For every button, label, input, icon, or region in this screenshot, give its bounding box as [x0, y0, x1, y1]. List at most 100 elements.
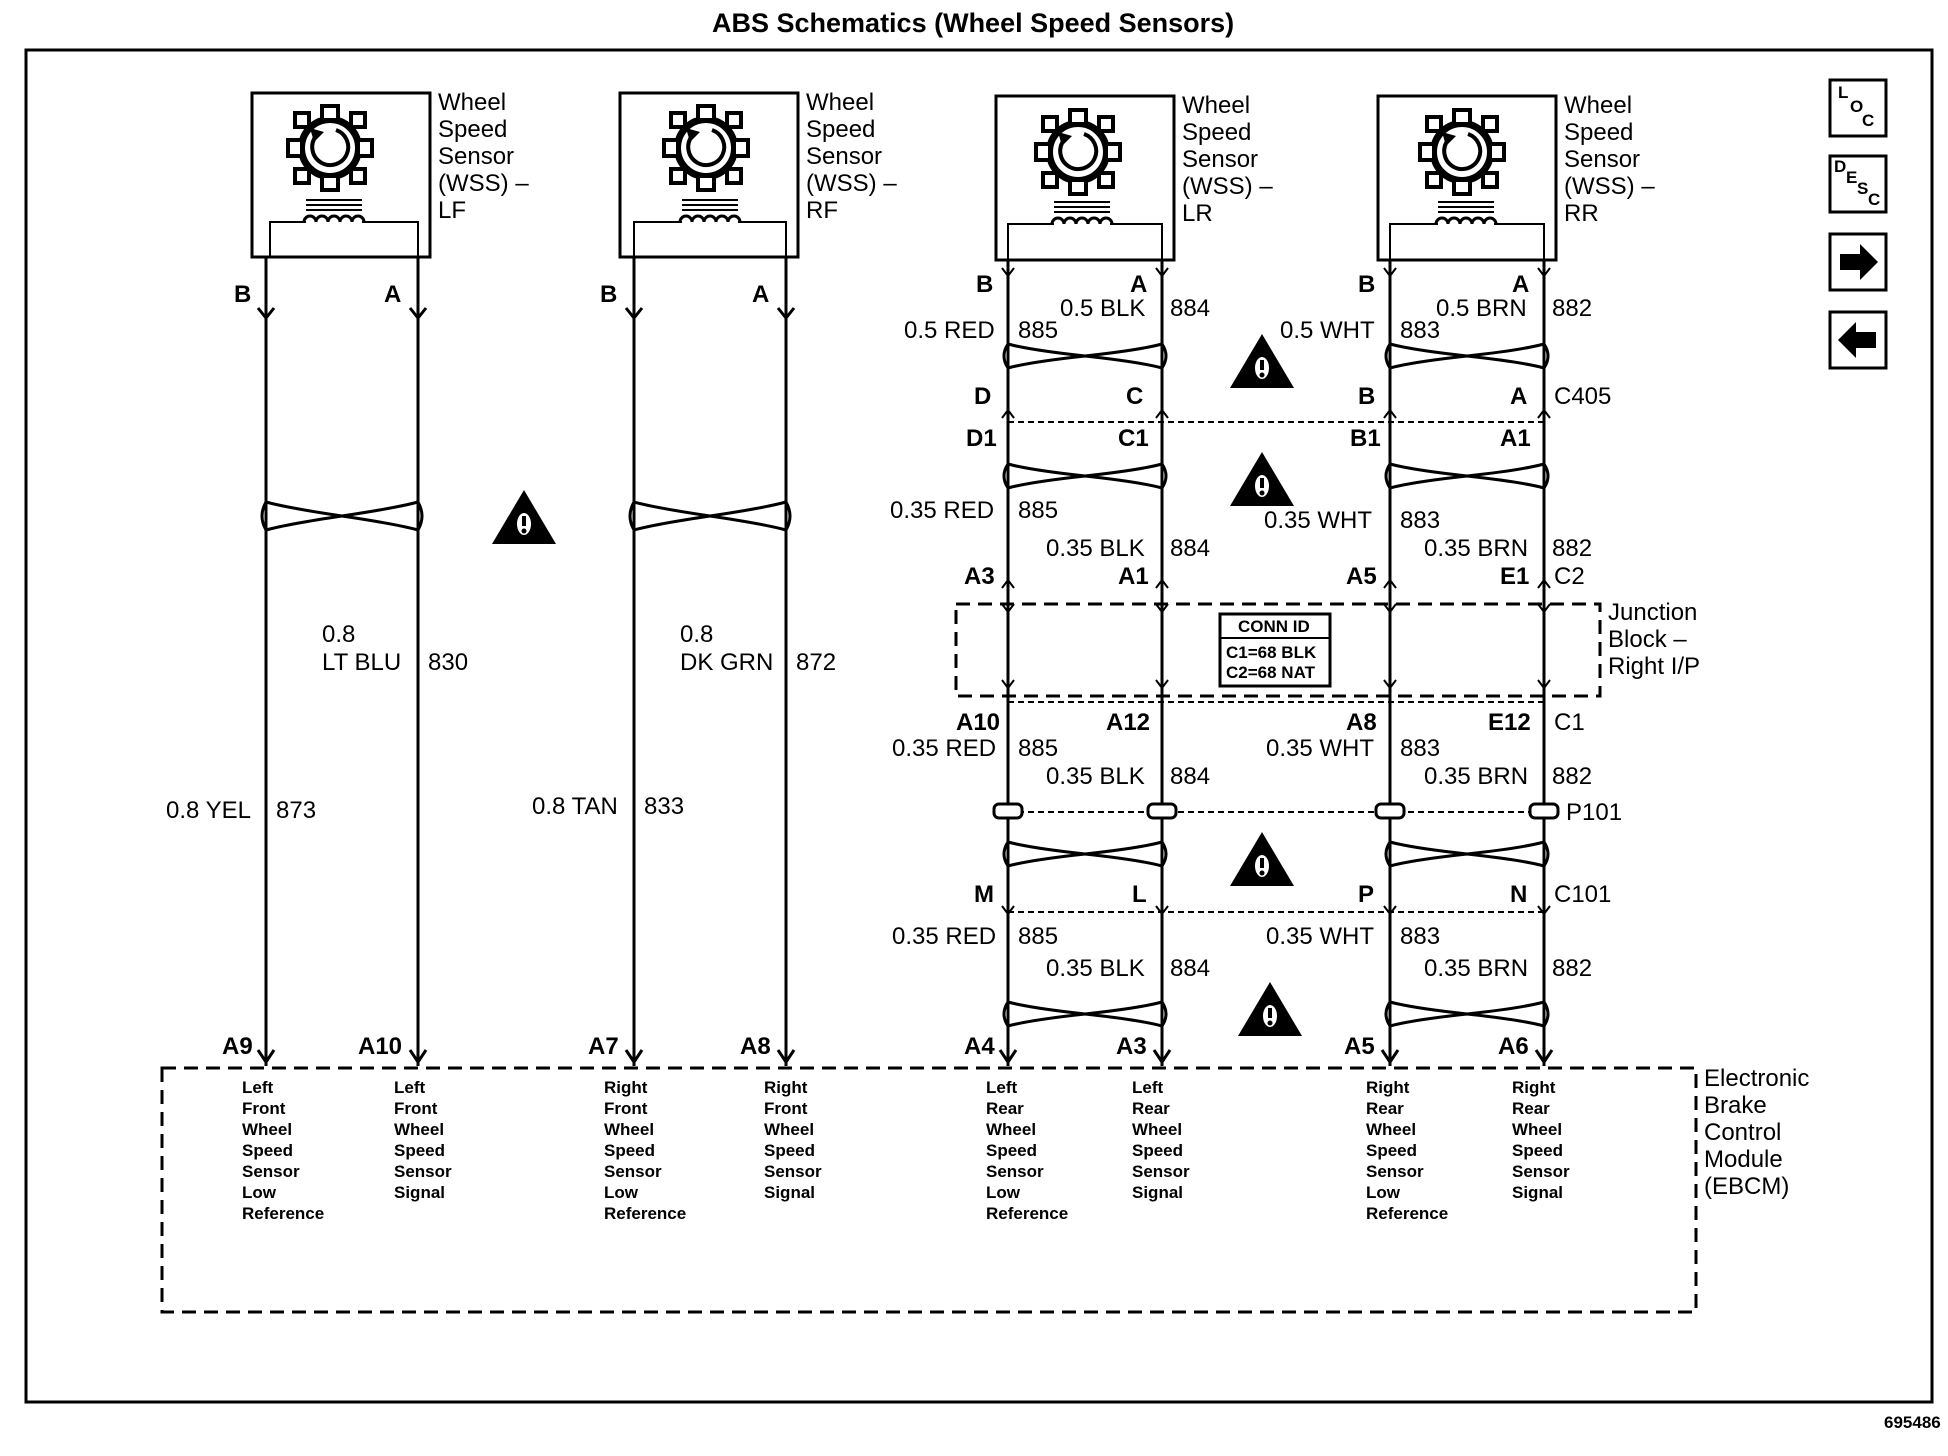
junction-block-outline: [954, 602, 1602, 698]
ebcm-terminal-1-line-1: Left: [242, 1078, 274, 1097]
rf-sig-size: 0.8: [680, 621, 713, 648]
ebcm-terminal-5-line-6: Low: [986, 1183, 1021, 1202]
rr-sig-size-4: 0.35 BRN: [1424, 955, 1528, 982]
arrow-left-icon: [1838, 322, 1876, 358]
ebcm-terminal-4-line-3: Wheel: [764, 1120, 814, 1139]
ebcm-label-5: (EBCM): [1704, 1173, 1789, 1200]
ebcm-pin-a9: A9: [222, 1033, 253, 1060]
ebcm-terminal-2-line-1: Left: [394, 1078, 426, 1097]
ebcm-terminal-8-line-6: Signal: [1512, 1183, 1563, 1202]
ebcm-terminal-4-line-1: Right: [764, 1078, 808, 1097]
lr-low-size-3: 0.35 RED: [892, 735, 996, 762]
lr-sig-size-2: 0.35 BLK: [1046, 535, 1145, 562]
c101-pin-m: M: [974, 881, 994, 908]
c405-pin-d1: D1: [966, 425, 997, 452]
next-page-button[interactable]: [1828, 232, 1888, 292]
lr-sig-circuit-4: 884: [1170, 955, 1210, 982]
c1-pin-a8: A8: [1346, 709, 1377, 736]
loc-letter-1: L: [1838, 83, 1848, 102]
ebcm-terminal-8-line-2: Rear: [1512, 1099, 1550, 1118]
c1-name: C1: [1554, 709, 1585, 736]
lr-low-size-2: 0.35 RED: [890, 497, 994, 524]
lr-low-circuit-2: 885: [1018, 497, 1058, 524]
ebcm-terminal-1-line-2: Front: [242, 1099, 286, 1118]
ebcm-terminal-1-line-4: Speed: [242, 1141, 293, 1160]
warning-icon: [492, 490, 556, 544]
wss-rf-label-2: Speed: [806, 116, 875, 143]
ebcm-terminal-4-line-2: Front: [764, 1099, 808, 1118]
wss-rr-label-5: RR: [1564, 200, 1599, 227]
c2-name: C2: [1554, 563, 1585, 590]
c2-pin-a5: A5: [1346, 563, 1377, 590]
c405-pin-a1: A1: [1500, 425, 1531, 452]
desc-button[interactable]: D E S C: [1828, 154, 1888, 214]
gear-icon: [286, 104, 374, 192]
ebcm-terminal-7-line-4: Speed: [1366, 1141, 1417, 1160]
ebcm-terminal-6-line-4: Speed: [1132, 1141, 1183, 1160]
c405-pin-b: B: [1358, 383, 1375, 410]
lf-low-size: 0.8 YEL: [166, 797, 251, 824]
wss-lf: Wheel Speed Sensor (WSS) – LF: [250, 89, 529, 259]
ebcm-terminal-2-line-4: Speed: [394, 1141, 445, 1160]
ebcm-terminal-4-line-6: Signal: [764, 1183, 815, 1202]
wss-lf-label-1: Wheel: [438, 89, 506, 116]
lr-pin-a: A: [1130, 271, 1147, 298]
rr-low-circuit-1: 883: [1400, 317, 1440, 344]
ebcm-terminal-3-line-2: Front: [604, 1099, 648, 1118]
ebcm-pin-a5: A5: [1344, 1033, 1375, 1060]
p101-name: P101: [1566, 799, 1622, 826]
ebcm-terminal-6-line-1: Left: [1132, 1078, 1164, 1097]
ebcm-terminal-7-line-5: Sensor: [1366, 1162, 1424, 1181]
c405-pin-d: D: [974, 383, 991, 410]
rf-sig-color: DK GRN: [680, 649, 773, 676]
c1-pin-e12: E12: [1488, 709, 1531, 736]
rr-low-size-3: 0.35 WHT: [1266, 735, 1374, 762]
diagram-frame: [24, 48, 1934, 1404]
ebcm-terminal-1-line-5: Sensor: [242, 1162, 300, 1181]
loc-button[interactable]: L O C: [1828, 78, 1888, 138]
ebcm-terminal-7-line-3: Wheel: [1366, 1120, 1416, 1139]
ebcm-terminal-2-line-2: Front: [394, 1099, 438, 1118]
wss-rr-label-4: (WSS) –: [1564, 173, 1655, 200]
warning-icon: [1238, 982, 1302, 1036]
rr-sig-size-1: 0.5 BRN: [1436, 295, 1527, 322]
c405-pin-c: C: [1126, 383, 1143, 410]
c101-name: C101: [1554, 881, 1611, 908]
conn-id-box: CONN ID C1=68 BLK C2=68 NAT: [1218, 612, 1332, 688]
ebcm-terminal-1-line-3: Wheel: [242, 1120, 292, 1139]
ebcm-terminal-6-line-5: Sensor: [1132, 1162, 1190, 1181]
arrow-right-icon: [1840, 244, 1878, 280]
ebcm-terminal-7-line-2: Rear: [1366, 1099, 1404, 1118]
lr-sig-circuit-1: 884: [1170, 295, 1210, 322]
c101-pin-l: L: [1132, 881, 1147, 908]
ebcm-terminal-6-line-6: Signal: [1132, 1183, 1183, 1202]
lr-low-circuit-1: 885: [1018, 317, 1058, 344]
c101-pin-n: N: [1510, 881, 1527, 908]
figure-number: 695486: [1884, 1413, 1941, 1432]
rear-wiring: B A B A 0.5 RED 885 0.5 BLK 884 0.5 WHT …: [890, 260, 1700, 1066]
loc-letter-2: O: [1850, 97, 1863, 116]
c405-name: C405: [1554, 383, 1611, 410]
wss-lr-label-2: Speed: [1182, 119, 1251, 146]
wss-rr-label-3: Sensor: [1564, 146, 1640, 173]
lr-sig-size-3: 0.35 BLK: [1046, 763, 1145, 790]
rr-low-size-2: 0.35 WHT: [1264, 507, 1372, 534]
c405-pin-a: A: [1510, 383, 1527, 410]
ebcm-pin-a4: A4: [964, 1033, 995, 1060]
lf-sig-circuit: 830: [428, 649, 468, 676]
ebcm-terminal-7-line-7: Reference: [1366, 1204, 1448, 1223]
ebcm-terminal-4-line-5: Sensor: [764, 1162, 822, 1181]
desc-letter-4: C: [1868, 190, 1880, 209]
ebcm-terminal-5-line-1: Left: [986, 1078, 1018, 1097]
rr-low-circuit-4: 883: [1400, 923, 1440, 950]
ebcm-pin-a3: A3: [1116, 1033, 1147, 1060]
c405-pin-b1: B1: [1350, 425, 1381, 452]
loc-letter-3: C: [1862, 111, 1874, 130]
prev-page-button[interactable]: [1828, 310, 1888, 370]
wss-rr-label-2: Speed: [1564, 119, 1633, 146]
ebcm-label-2: Brake: [1704, 1092, 1767, 1119]
diagram-title: ABS Schematics (Wheel Speed Sensors): [712, 8, 1234, 38]
lf-wiring: B A 0.8 LT BLU 830 0.8 YEL 873 A9 A10: [166, 257, 468, 1066]
rr-sig-size-2: 0.35 BRN: [1424, 535, 1528, 562]
wss-rf-label-3: Sensor: [806, 143, 882, 170]
